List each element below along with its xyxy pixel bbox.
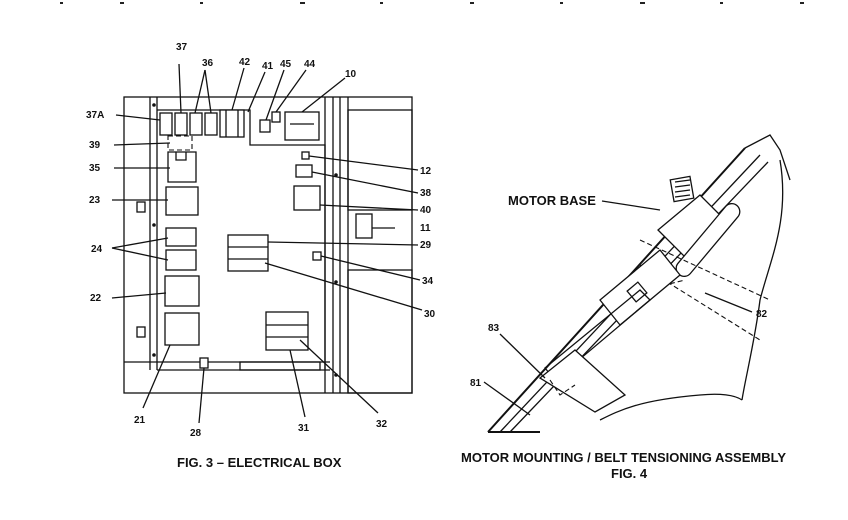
callout-12: 12 [420,166,432,177]
callout-37: 37 [176,42,188,53]
component-24b [165,249,197,271]
callout-42: 42 [239,57,251,68]
component-28 [199,357,209,369]
callout-37a: 37A [86,110,104,121]
callout-30: 30 [424,309,436,320]
callout-44: 44 [304,59,316,70]
callout-34: 34 [422,276,434,287]
motor-base-label: MOTOR BASE [508,193,596,208]
fig3-callouts: 37 36 42 41 45 44 10 37A 39 35 23 24 22 … [86,42,436,439]
fig3-caption: FIG. 3 – ELECTRICAL BOX [177,455,342,470]
terminal-block-29 [227,234,269,272]
component-24a [165,227,197,247]
component-23 [165,186,199,216]
callout-41: 41 [262,61,274,72]
fig4-caption-line1: MOTOR MOUNTING / BELT TENSIONING ASSEMBL… [461,450,786,465]
component-22 [164,275,200,307]
fig4-caption-line2: FIG. 4 [611,466,648,481]
component-35 [167,151,197,183]
bottom-bracket [538,349,627,413]
relay-36a [189,112,203,136]
callout-11: 11 [420,223,431,234]
callout-39: 39 [89,140,101,151]
component-44 [271,111,281,123]
callout-35: 35 [89,163,101,174]
callout-29: 29 [420,240,432,251]
relay-37 [174,112,188,136]
component-40 [293,185,321,211]
callout-21: 21 [134,415,146,426]
terminal-block-31 [265,311,309,351]
callout-32: 32 [376,419,388,430]
callout-24: 24 [91,244,103,255]
relay-36b [204,112,218,136]
callout-83: 83 [488,323,500,334]
component-12 [301,151,310,160]
callout-81: 81 [470,378,482,389]
component-11 [355,213,373,239]
relay-37a [159,112,173,136]
threaded-rod [669,175,695,203]
callout-38: 38 [420,188,432,199]
component-42 [219,109,245,138]
component-10 [284,111,320,141]
callout-45: 45 [280,59,292,70]
callout-82: 82 [756,309,768,320]
component-45 [259,119,271,133]
callout-10: 10 [345,69,357,80]
callout-22: 22 [90,293,102,304]
component-34 [312,251,322,261]
scan-edge-artifacts [60,2,804,4]
callout-31: 31 [298,423,310,434]
component-38 [295,164,313,178]
callout-23: 23 [89,195,101,206]
motor-mounting-figure [483,134,791,433]
callout-28: 28 [190,428,202,439]
component-39 [167,135,193,151]
component-21 [164,312,200,346]
callout-36: 36 [202,58,214,69]
electrical-box-figure [111,63,423,424]
callout-40: 40 [420,205,432,216]
